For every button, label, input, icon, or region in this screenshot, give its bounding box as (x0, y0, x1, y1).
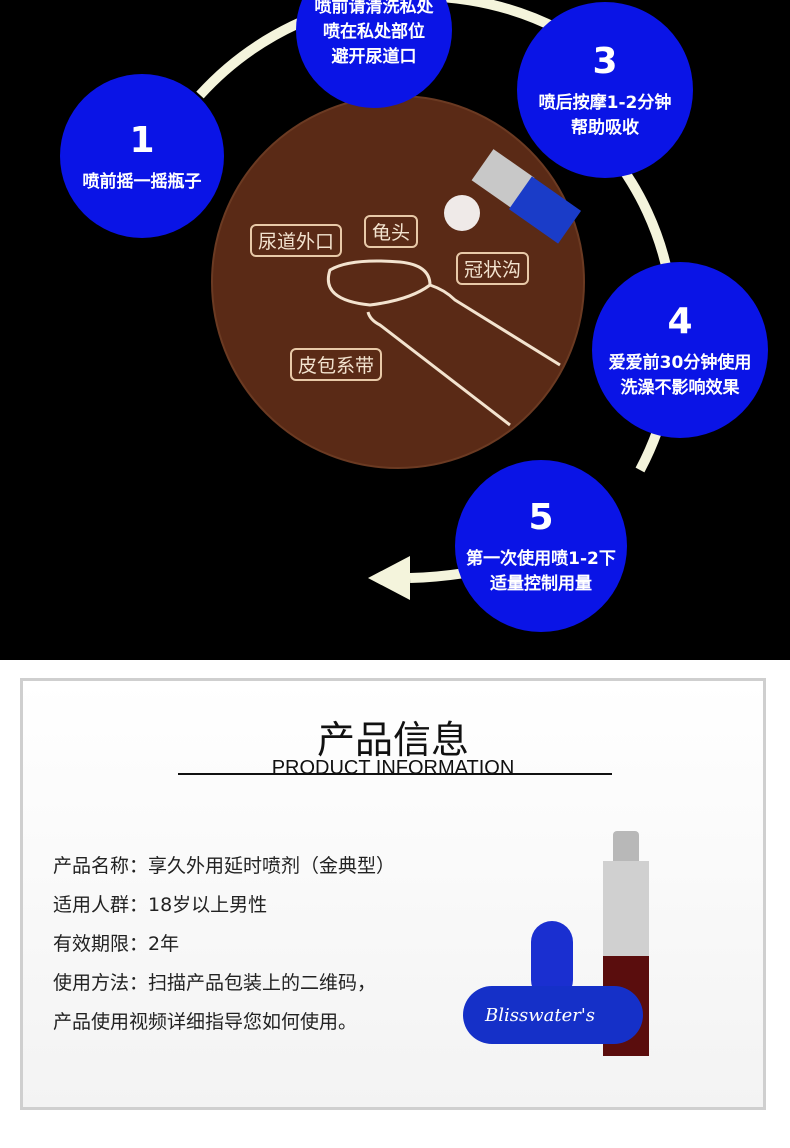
step-4-circle: 4 爱爱前30分钟使用 洗澡不影响效果 (592, 262, 768, 438)
section-title: 产品信息 (316, 718, 469, 762)
usage-steps-section: 尿道外口 龟头 冠状沟 皮包系带 喷前请清洗私处 喷在私处部位 避开尿道口 1 … (60, 0, 768, 632)
spray-bottle-icon (444, 149, 582, 244)
step-number: 4 (667, 301, 693, 342)
step-text: 第一次使用喷1-2下 (466, 549, 616, 569)
step-number: 5 (528, 497, 554, 538)
step-1-circle: 1 喷前摇一摇瓶子 (60, 74, 224, 238)
title-divider (178, 773, 612, 775)
info-audience: 适用人群：18岁以上男性 (53, 894, 268, 916)
step-text: 喷在私处部位 (323, 22, 425, 42)
anatomy-drawing (327, 259, 561, 427)
step-text: 爱爱前30分钟使用 (608, 353, 752, 373)
step-3-circle: 3 喷后按摩1-2分钟 帮助吸收 (517, 2, 693, 178)
step-text: 喷前请清洗私处 (314, 0, 434, 17)
label-corona: 冠状沟 (456, 252, 530, 285)
section-subtitle: PRODUCT INFORMATION (271, 757, 515, 779)
info-frame: 产品信息 PRODUCT INFORMATION 产品名称：享久外用延时喷剂（金… (20, 678, 766, 1110)
info-name: 产品名称：享久外用延时喷剂（金典型） (53, 855, 396, 877)
step-text: 避开尿道口 (331, 47, 417, 67)
step-text: 适量控制用量 (490, 574, 592, 594)
step-text: 喷后按摩1-2分钟 (538, 93, 672, 113)
label-glans: 龟头 (364, 215, 419, 248)
brand-logo: Blisswater's (484, 1005, 595, 1026)
step-text: 帮助吸收 (571, 118, 639, 138)
info-usage-2: 产品使用视频详细指导您如何使用。 (53, 1011, 358, 1033)
step-text: 喷前摇一摇瓶子 (82, 171, 202, 192)
label-frenulum: 皮包系带 (290, 348, 383, 381)
step-number: 1 (129, 119, 155, 161)
step-5-circle: 5 第一次使用喷1-2下 适量控制用量 (455, 460, 627, 632)
label-urethra: 尿道外口 (250, 224, 343, 257)
arrow-left-icon (368, 556, 410, 600)
product-image: Blisswater's (463, 831, 649, 1056)
step-number: 3 (592, 41, 618, 82)
product-info-section: 产品信息 PRODUCT INFORMATION 产品名称：享久外用延时喷剂（金… (0, 660, 790, 1148)
info-expiry: 有效期限：2年 (53, 933, 180, 955)
info-usage: 使用方法：扫描产品包装上的二维码， (53, 972, 377, 994)
step-text: 洗澡不影响效果 (620, 378, 740, 398)
